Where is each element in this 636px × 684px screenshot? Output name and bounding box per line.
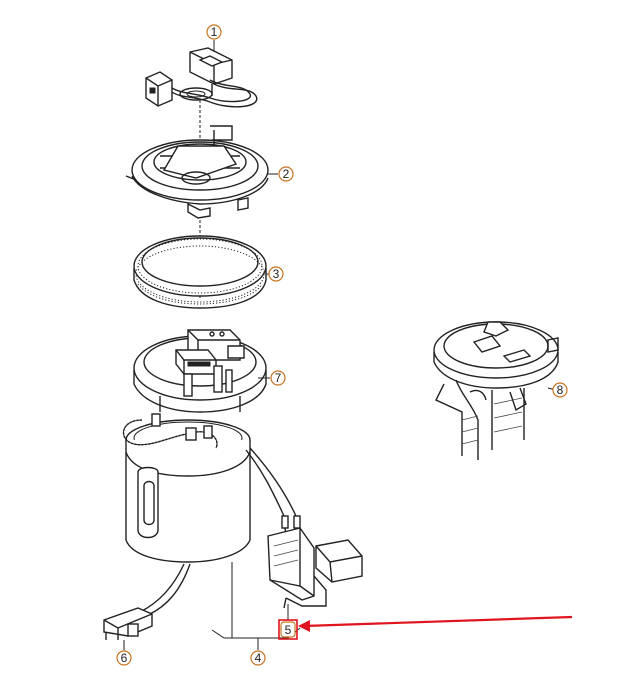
fuel-line-connector	[103, 563, 191, 640]
pump-flange	[133, 329, 267, 413]
highlight-annotation	[278, 615, 573, 640]
callout-label-7: 7	[275, 371, 282, 385]
highlight-box	[278, 619, 298, 640]
fuel-pump-module	[122, 413, 363, 609]
callout-label-6: 6	[121, 651, 128, 665]
callout-8: 8	[552, 382, 568, 398]
flange-cover	[125, 125, 269, 219]
callout-6: 6	[116, 650, 132, 666]
callout-1: 1	[206, 24, 222, 40]
callout-2: 2	[278, 166, 294, 182]
callout-3: 3	[268, 266, 284, 282]
highlight-arrow	[303, 615, 573, 628]
wiring-harness-connector	[145, 47, 258, 108]
callout-label-8: 8	[557, 383, 564, 397]
callout-label-1: 1	[211, 25, 218, 39]
callout-5: 5	[280, 621, 296, 638]
callout-7: 7	[270, 370, 286, 386]
highlight-arrow-head	[298, 620, 310, 632]
seal-ring	[133, 235, 267, 309]
callout-label-2: 2	[283, 167, 290, 181]
callout-label-5: 5	[285, 623, 292, 637]
callout-label-3: 3	[273, 267, 280, 281]
callout-4: 4	[250, 650, 266, 666]
callout-label-4: 4	[255, 651, 262, 665]
alternate-flange-detail	[433, 321, 559, 460]
